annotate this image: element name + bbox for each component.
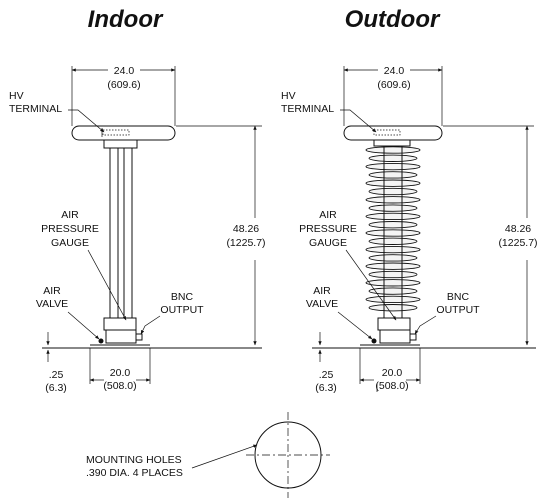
mounting-holes-label-1: MOUNTING HOLES xyxy=(86,454,182,466)
outdoor-base-mm: (508.0) xyxy=(375,380,408,392)
outdoor-title: Outdoor xyxy=(345,6,441,33)
outdoor-gauge-label-1: AIR xyxy=(319,209,337,221)
insulator-shed xyxy=(368,270,418,279)
outdoor-gauge-label-3: GAUGE xyxy=(309,237,347,249)
mounting-hole-detail: MOUNTING HOLES .390 DIA. 4 PLACES xyxy=(86,412,330,498)
indoor-title: Indoor xyxy=(88,6,164,33)
indoor-unit: 24.0 (609.6) 48.26 (1225.7) .25 (6.3) xyxy=(9,65,266,394)
insulator-shed xyxy=(368,254,418,262)
insulator-shed xyxy=(365,295,421,304)
outdoor-unit: 24.0 (609.6) 48.26 (1225.7) .25 (6.3) xyxy=(281,65,538,394)
outdoor-base-in: 20.0 xyxy=(382,367,403,379)
outdoor-thick-mm: (6.3) xyxy=(315,382,337,394)
insulator-shed xyxy=(365,162,421,171)
outdoor-thick-in: .25 xyxy=(319,369,334,381)
indoor-valve-label-2: VALVE xyxy=(36,298,68,310)
outdoor-width-mm: (609.6) xyxy=(377,79,410,91)
outdoor-hv-label-1: HV xyxy=(281,90,296,102)
insulator-shed xyxy=(365,262,421,270)
insulator-shed xyxy=(368,304,418,312)
outdoor-gauge-label-2: PRESSURE xyxy=(299,223,357,235)
insulator-shed xyxy=(365,279,421,287)
outdoor-bnc-label-2: OUTPUT xyxy=(436,304,480,316)
indoor-bnc-label-1: BNC xyxy=(171,291,194,303)
outdoor-hv-terminal xyxy=(343,125,443,141)
indoor-width-mm: (609.6) xyxy=(107,79,140,91)
insulator-shed xyxy=(368,204,418,212)
indoor-bnc-label-2: OUTPUT xyxy=(160,304,204,316)
indoor-hv-terminal xyxy=(71,125,176,141)
insulator-shed xyxy=(365,179,421,187)
insulator-shed xyxy=(365,245,421,254)
outdoor-width-in: 24.0 xyxy=(384,65,405,77)
outdoor-insulator-fins xyxy=(365,146,421,312)
indoor-width-in: 24.0 xyxy=(114,65,135,77)
outdoor-height-in: 48.26 xyxy=(505,223,531,235)
indoor-gauge-label-3: GAUGE xyxy=(51,237,89,249)
outdoor-hv-label-2: TERMINAL xyxy=(281,103,334,115)
indoor-gauge-label-1: AIR xyxy=(61,209,79,221)
insulator-shed xyxy=(368,171,418,179)
outdoor-valve-label-1: AIR xyxy=(313,285,331,297)
insulator-shed xyxy=(368,287,418,295)
insulator-shed xyxy=(365,196,421,204)
outdoor-valve-label-2: VALVE xyxy=(306,298,338,310)
indoor-height-mm: (1225.7) xyxy=(226,237,265,249)
indoor-height-in: 48.26 xyxy=(233,223,259,235)
mounting-holes-label-2: .390 DIA. 4 PLACES xyxy=(86,467,183,479)
insulator-shed xyxy=(365,146,421,154)
indoor-thick-mm: (6.3) xyxy=(45,382,67,394)
outdoor-height-mm: (1225.7) xyxy=(498,237,537,249)
insulator-shed xyxy=(365,212,421,221)
indoor-gauge-label-2: PRESSURE xyxy=(41,223,99,235)
indoor-valve-label-1: AIR xyxy=(43,285,61,297)
indoor-base-mm: (508.0) xyxy=(103,380,136,392)
insulator-shed xyxy=(368,187,418,196)
insulator-shed xyxy=(368,237,418,245)
indoor-hv-label-2: TERMINAL xyxy=(9,103,62,115)
indoor-hv-label-1: HV xyxy=(9,90,24,102)
insulator-shed xyxy=(368,221,418,229)
insulator-shed xyxy=(365,229,421,237)
indoor-thick-in: .25 xyxy=(49,369,64,381)
insulator-shed xyxy=(368,154,418,162)
indoor-base-in: 20.0 xyxy=(110,367,131,379)
outdoor-bnc-label-1: BNC xyxy=(447,291,470,303)
